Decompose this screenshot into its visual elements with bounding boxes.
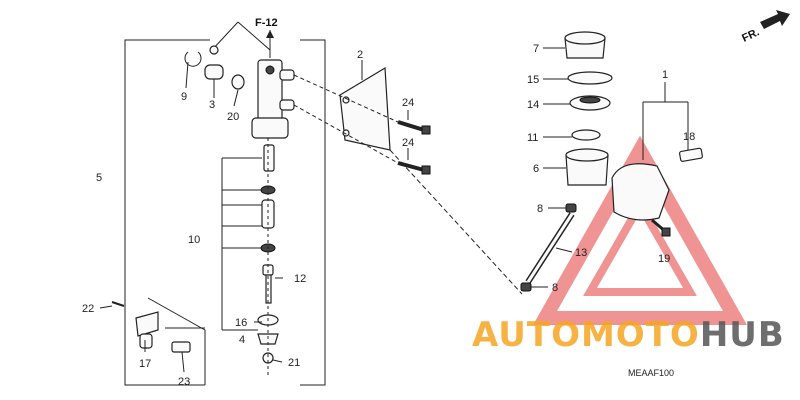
part-bolt-upper <box>397 120 431 135</box>
diagram-code: MEAAF100 <box>628 368 674 378</box>
callout-12: 12 <box>294 273 306 285</box>
callout-16: 16 <box>235 317 247 329</box>
part-plate <box>567 71 613 85</box>
callout-14: 14 <box>527 99 539 111</box>
callout-23: 23 <box>178 376 190 388</box>
part-clip-lower <box>520 282 532 292</box>
direction-label: FR. <box>740 26 761 44</box>
callout-19: 19 <box>658 253 670 265</box>
piston-kit <box>257 144 279 364</box>
callout-2: 2 <box>357 49 363 61</box>
leader-lines <box>99 47 573 373</box>
callout-17: 17 <box>139 358 151 370</box>
callout-22: 22 <box>82 303 94 315</box>
callout-8-upper: 8 <box>537 203 543 215</box>
callout-11: 11 <box>527 132 538 144</box>
part-reservoir-cap <box>564 31 606 59</box>
part-hose <box>525 212 575 284</box>
front-direction-arrow: FR. <box>740 10 790 45</box>
part-circlip <box>184 51 202 67</box>
watermark-text: AUTOMOTOHUB <box>472 315 785 355</box>
callout-8-lower: 8 <box>552 282 558 294</box>
assembly-frame <box>124 39 326 386</box>
watermark-triangle <box>533 135 747 325</box>
callout-3: 3 <box>209 99 215 111</box>
ref-arrow-head <box>266 30 274 38</box>
master-cylinder-body <box>251 59 295 139</box>
part-clip-upper <box>565 203 577 213</box>
part-joint <box>204 45 224 80</box>
callout-21: 21 <box>288 357 300 369</box>
part-reservoir-tank <box>611 147 703 221</box>
bracket-10 <box>221 157 262 331</box>
part-diaphragm <box>569 95 611 111</box>
callout-4: 4 <box>239 334 245 346</box>
part-reservoir-body <box>565 148 609 186</box>
bracket-1 <box>642 82 689 160</box>
callout-13: 13 <box>575 247 587 259</box>
callout-7: 7 <box>533 43 539 55</box>
watermark-part-a: AUTOMOTO <box>472 315 700 355</box>
part-cotter-pin <box>111 301 125 307</box>
callout-9: 9 <box>181 91 187 103</box>
ref-label: F-12 <box>255 17 278 29</box>
watermark-part-b: HUB <box>700 315 785 355</box>
part-float <box>571 129 601 141</box>
callout-20: 20 <box>227 111 239 123</box>
part-guard-plate <box>339 66 391 151</box>
callout-15: 15 <box>527 74 539 86</box>
part-bolt-19 <box>651 218 671 237</box>
callout-24-lower: 24 <box>402 137 414 149</box>
part-joint-pin <box>171 341 191 353</box>
callout-10: 10 <box>188 234 200 246</box>
callout-18: 18 <box>683 131 695 143</box>
callout-6: 6 <box>533 163 539 175</box>
part-clevis <box>135 311 159 349</box>
callout-1: 1 <box>662 69 668 81</box>
part-o-ring <box>231 74 245 90</box>
callout-24-upper: 24 <box>402 97 414 109</box>
callout-5: 5 <box>96 172 102 184</box>
